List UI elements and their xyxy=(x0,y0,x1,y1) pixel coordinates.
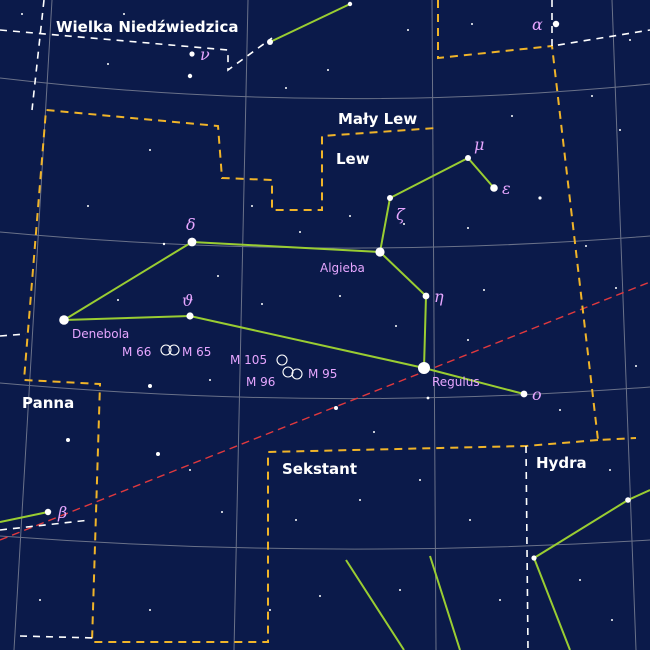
declination-line xyxy=(0,231,650,249)
leo-line xyxy=(379,156,495,253)
greek-theta: ϑ xyxy=(182,291,193,310)
greek-mu: μ xyxy=(474,135,484,154)
sextans-line xyxy=(429,555,461,650)
galaxy-m95 xyxy=(291,368,303,380)
greek-delta: δ xyxy=(186,215,196,234)
star-epsilon xyxy=(490,184,498,192)
star-regulus xyxy=(418,362,430,374)
greek-omicron: ο xyxy=(532,385,542,404)
virgo-line xyxy=(0,511,49,523)
star-beta xyxy=(44,508,52,516)
object-label-m105: M 105 xyxy=(230,353,267,367)
greek-beta: β xyxy=(57,503,67,522)
bright-stars xyxy=(44,1,631,561)
star-algieba xyxy=(375,247,385,257)
object-label-m95: M 95 xyxy=(308,367,337,381)
greek-epsilon: ε xyxy=(502,179,511,198)
galaxy-m66 xyxy=(160,344,172,356)
leo-line xyxy=(423,367,525,395)
star-alpha xyxy=(552,20,560,28)
star xyxy=(531,555,537,561)
faint-stars xyxy=(21,13,637,621)
greek-alpha: α xyxy=(532,15,543,34)
star-denebola xyxy=(59,315,69,325)
right-ascension-line xyxy=(611,0,637,650)
declination-line xyxy=(0,77,650,100)
galaxy-m105 xyxy=(276,354,288,366)
star-theta xyxy=(186,312,194,320)
greek-zeta: ζ xyxy=(396,205,406,224)
declination-line xyxy=(0,382,650,400)
star xyxy=(267,39,273,45)
constellation-name-wielka: Wielka Niedźwiedzica xyxy=(56,18,238,36)
constellation-name-maly-lew: Mały Lew xyxy=(338,110,417,128)
star-mu xyxy=(465,155,471,161)
greek-eta: η xyxy=(434,287,444,306)
constellation-name-panna: Panna xyxy=(22,394,74,412)
greek-nu: ν xyxy=(200,45,210,64)
constellation-name-hydra: Hydra xyxy=(536,454,587,472)
star xyxy=(187,73,193,79)
object-label-m66: M 66 xyxy=(122,345,151,359)
star-delta xyxy=(187,237,197,247)
deep-sky-objects xyxy=(160,344,303,380)
object-label-m65: M 65 xyxy=(182,345,211,359)
right-ascension-line xyxy=(431,0,437,650)
star-zeta xyxy=(387,195,393,201)
sextans-line xyxy=(345,559,405,650)
right-ascension-line xyxy=(233,0,249,650)
uma-line xyxy=(269,3,351,43)
star xyxy=(347,1,353,7)
star-name-regulus: Regulus xyxy=(432,375,480,389)
constellation-name-sekstant: Sekstant xyxy=(282,460,357,478)
star-nu xyxy=(189,51,195,57)
star xyxy=(625,497,631,503)
star-name-denebola: Denebola xyxy=(72,327,129,341)
galaxy-m65 xyxy=(168,344,180,356)
star-name-algieba: Algieba xyxy=(320,261,365,275)
constellation-name-lew: Lew xyxy=(336,150,370,168)
star-eta xyxy=(422,292,430,300)
star-omicron xyxy=(520,390,528,398)
declination-line xyxy=(0,535,650,550)
hydra-line xyxy=(533,557,571,650)
right-ascension-line xyxy=(13,0,53,650)
object-label-m96: M 96 xyxy=(246,375,275,389)
